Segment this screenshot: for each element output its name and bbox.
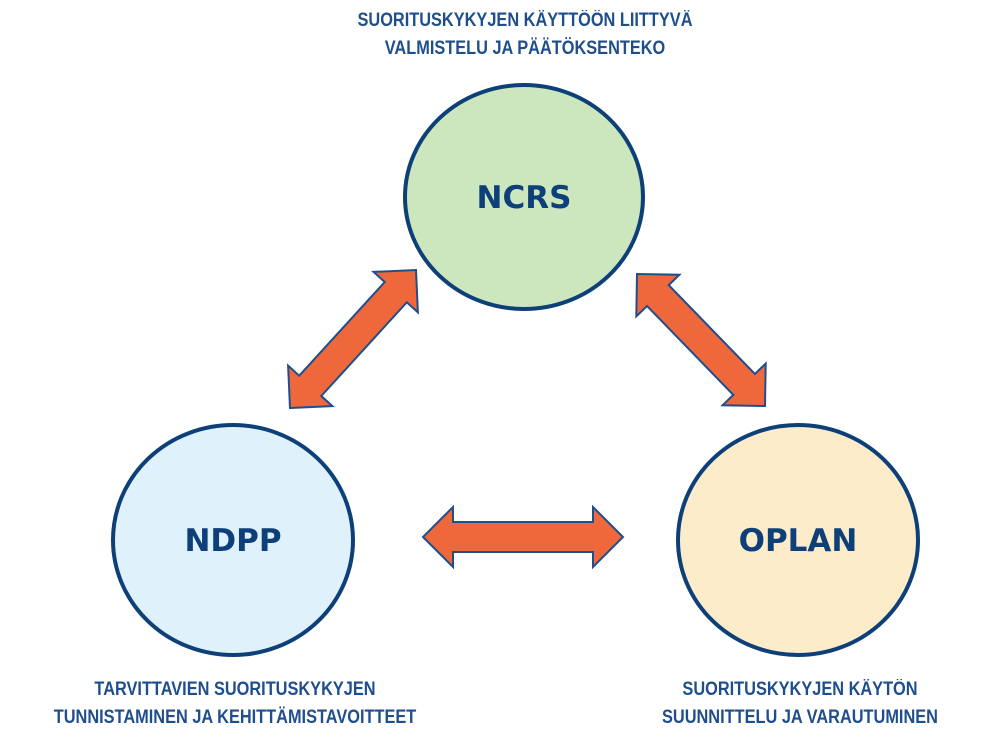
ncrs-circle [403, 83, 645, 311]
node-ndpp: NDPP [111, 423, 355, 657]
arrow-ncrs-oplan [635, 272, 767, 408]
ncrs-caption-line-2: VALMISTELU JA PÄÄTÖKSENTEKO [384, 38, 666, 59]
arrow-ndpp-oplan [421, 504, 625, 570]
oplan-caption-line-2: SUUNNITTELU JA VARAUTUMINEN [662, 707, 938, 728]
ndpp-caption-line-2: TUNNISTAMINEN JA KEHITTÄMISTAVOITTEET [53, 707, 417, 728]
ndpp-caption: TARVITTAVIEN SUORITUSKYKYJEN TUNNISTAMIN… [42, 676, 429, 732]
ndpp-circle [111, 423, 355, 657]
arrow-ndpp-ncrs [286, 268, 420, 410]
ndpp-label: NDPP [184, 523, 281, 559]
ndpp-caption-line-1: TARVITTAVIEN SUORITUSKYKYJEN [94, 679, 376, 700]
node-ncrs: NCRS [403, 83, 645, 311]
ncrs-caption-line-1: SUORITUSKYKYJEN KÄYTTÖÖN LIITTYVÄ [357, 10, 693, 31]
oplan-circle [676, 423, 920, 657]
oplan-caption-line-1: SUORITUSKYKYJEN KÄYTÖN [682, 679, 918, 700]
oplan-caption: SUORITUSKYKYJEN KÄYTÖN SUUNNITTELU JA VA… [645, 676, 955, 732]
ncrs-caption: SUORITUSKYKYJEN KÄYTTÖÖN LIITTYVÄ VALMIS… [340, 7, 710, 63]
node-oplan: OPLAN [676, 423, 920, 657]
ncrs-label: NCRS [477, 180, 572, 216]
oplan-label: OPLAN [739, 523, 858, 559]
